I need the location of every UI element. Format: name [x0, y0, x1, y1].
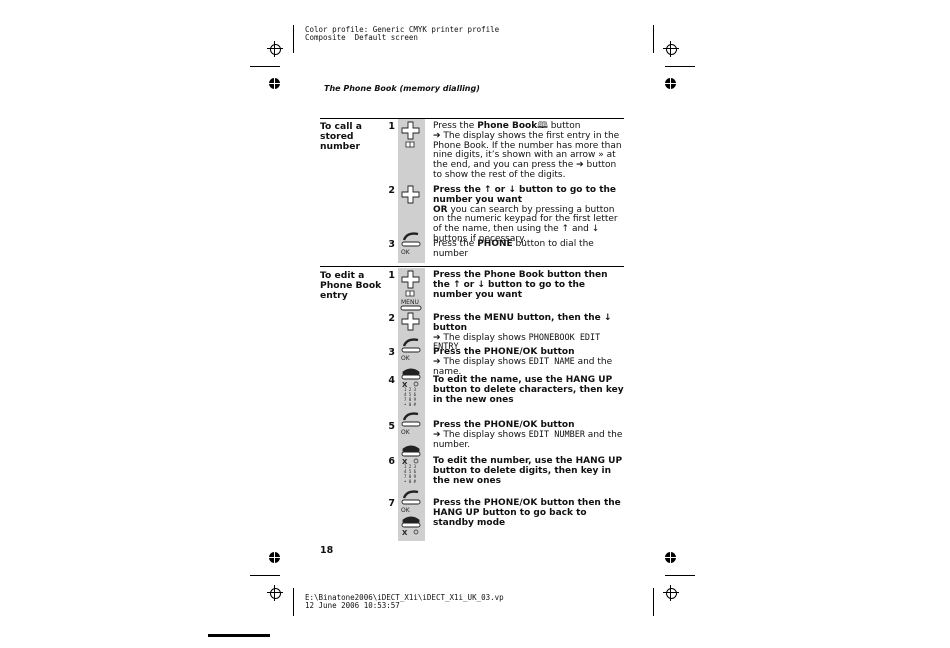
registration-mark-icon: [267, 585, 283, 601]
step-number: 2: [388, 313, 395, 324]
step-number: 4: [388, 375, 395, 386]
color-bar: [208, 634, 270, 637]
svg-text:X: X: [402, 529, 408, 537]
nav-key-icon: [401, 185, 420, 204]
crop-mark: [653, 588, 654, 616]
step-number: 1: [388, 121, 395, 132]
section-rule: [320, 118, 624, 119]
step-number: 3: [388, 347, 395, 358]
svg-text:OK: OK: [401, 429, 411, 436]
crop-mark: [665, 575, 695, 576]
step-text: Press the ↑ or ↓ button to go to the num…: [433, 185, 618, 244]
menu-key-icon: MENU: [400, 299, 422, 311]
step-text: Press the PHONE/OK button ➔ The display …: [433, 420, 623, 450]
step-text: Press the PHONE/OK button ➔ The display …: [433, 347, 613, 377]
phone-ok-key-icon: OK: [400, 232, 422, 256]
phone-ok-key-icon: OK: [400, 490, 422, 514]
crop-mark: [293, 588, 294, 616]
step-text: To edit the number, use the HANG UP butt…: [433, 456, 623, 486]
svg-text:OK: OK: [401, 507, 411, 514]
step-text: Press the MENU button, then the ↓ button…: [433, 313, 612, 353]
book-icon: 🕮: [537, 121, 548, 131]
registration-mark-icon: [663, 585, 679, 601]
registration-dot-icon: [662, 549, 679, 566]
step-text: Press the Phone Book button then the ↑ o…: [433, 270, 608, 300]
svg-text:MENU: MENU: [401, 299, 419, 306]
hang-up-key-icon: X: [401, 368, 421, 389]
hang-up-key-icon: X: [401, 516, 421, 537]
step-number: 2: [388, 185, 395, 196]
section-rule: [320, 266, 624, 267]
step-text: Press the Phone Book🕮 button ➔ The displ…: [433, 121, 622, 180]
svg-text:OK: OK: [401, 249, 411, 256]
crop-mark: [653, 25, 654, 53]
phone-book-key-icon: [401, 270, 420, 297]
phone-ok-key-icon: OK: [400, 412, 422, 436]
keypad-icon: [404, 387, 417, 407]
step-number: 6: [388, 456, 395, 467]
svg-text:X: X: [402, 381, 408, 389]
registration-dot-icon: [662, 75, 679, 92]
step-text: Press the PHONE/OK button then the HANG …: [433, 498, 621, 528]
hang-up-key-icon: X: [401, 445, 421, 466]
step-text: To edit the name, use the HANG UP button…: [433, 375, 624, 405]
registration-mark-icon: [663, 41, 679, 57]
step-number: 5: [388, 421, 395, 432]
crop-mark: [665, 66, 695, 67]
registration-mark-icon: [267, 41, 283, 57]
step-text: Press the PHONE button to dial the numbe…: [433, 239, 594, 259]
step-number: 3: [388, 239, 395, 250]
footer-slug: E:\Binatone2006\iDECT_X1i\iDECT_X1i_UK_0…: [305, 593, 504, 610]
crop-mark: [293, 25, 294, 53]
section-title: To edit a Phone Book entry: [320, 270, 382, 301]
header-slug: Color profile: Generic CMYK printer prof…: [305, 25, 500, 42]
crop-mark: [250, 66, 280, 67]
phone-ok-key-icon: OK: [400, 338, 422, 362]
step-number: 7: [388, 498, 395, 509]
svg-text:OK: OK: [401, 355, 411, 362]
phone-book-key-icon: [401, 121, 420, 148]
keypad-icon: [404, 464, 417, 484]
registration-dot-icon: [266, 75, 283, 92]
svg-text:X: X: [402, 458, 408, 466]
page-number: 18: [320, 545, 334, 556]
registration-dot-icon: [266, 549, 283, 566]
nav-key-icon: [401, 312, 420, 331]
section-title: To call a stored number: [320, 121, 362, 152]
step-number: 1: [388, 270, 395, 281]
crop-mark: [250, 575, 280, 576]
running-head: The Phone Book (memory dialling): [324, 84, 480, 93]
